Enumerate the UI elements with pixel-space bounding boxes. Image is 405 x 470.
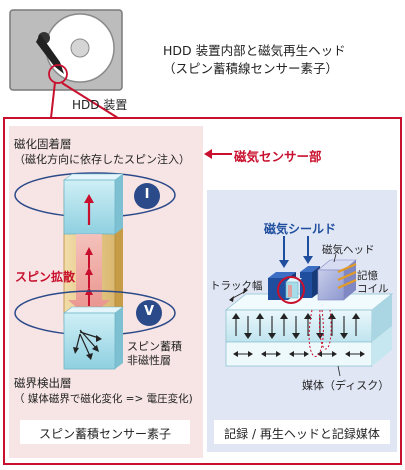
- current-symbol: I: [144, 187, 150, 202]
- spin-accum-label-line1: スピン蓄積: [127, 340, 182, 353]
- left-caption-box: [20, 420, 190, 444]
- spin-sensor-illustration: [14, 172, 176, 370]
- coil-label-line2: コイル: [357, 283, 389, 295]
- pinned-layer-title: 磁化固着層: [14, 137, 72, 151]
- shield-right: [300, 272, 312, 298]
- hdd-label: HDD 装置: [72, 98, 128, 112]
- left-caption: スピン蓄積センサー素子: [38, 427, 171, 441]
- voltage-symbol-circle: [136, 300, 162, 326]
- hdd-head-highlight-circle: [48, 64, 68, 84]
- detect-layer-title: 磁界検出層: [14, 376, 72, 390]
- head-label: 磁気ヘッド: [322, 244, 375, 256]
- write-head-block: [317, 269, 345, 301]
- current-symbol-circle: [134, 183, 160, 209]
- right-caption-box: [214, 420, 390, 444]
- spin-accum-label-line2: 非磁性層: [127, 354, 171, 367]
- detection-magnetization-arrows: [73, 329, 102, 360]
- coil-label-line1: 記憶: [357, 270, 378, 282]
- spin-up-arrows: [85, 247, 93, 306]
- field-lines: [308, 309, 332, 357]
- sensor-pointer-arrowhead: [204, 149, 212, 159]
- pinned-layer-note: （磁化方向に依存したスピン注入）: [14, 153, 190, 166]
- voltage-symbol: V: [143, 304, 155, 319]
- right-caption: 記録 / 再生ヘッドと記録媒体: [224, 427, 380, 441]
- track-width-label: トラック幅: [210, 280, 263, 292]
- coil: [337, 262, 357, 290]
- detect-layer-note: （ 媒体磁界で磁化変化 => 電圧変化): [14, 393, 193, 405]
- sensor-highlight-circle: [277, 276, 305, 304]
- hdd-device: [9, 9, 123, 91]
- shield-label: 磁気シールド: [264, 222, 337, 236]
- spin-diffusion-label: スピン拡散: [15, 270, 76, 284]
- header-title-line2: （スピン蓄積線センサー素子）: [163, 61, 339, 76]
- media-pointer: [337, 365, 341, 377]
- head-pointer: [333, 253, 337, 263]
- hdd-arm: [36, 34, 64, 74]
- header-title-line1: HDD 装置内部と磁気再生ヘッド: [163, 43, 346, 58]
- head-media-illustration: [224, 236, 394, 377]
- media-label: 媒体（ディスク）: [302, 379, 390, 392]
- detail-frame: [3, 117, 402, 465]
- soft-layer-arrows: [233, 351, 365, 357]
- magnetic-sensor-label: 磁気センサー部: [234, 149, 322, 164]
- bit-arrows: [232, 313, 360, 339]
- hdd-spindle: [70, 38, 90, 58]
- red-connector-lines: [50, 81, 119, 119]
